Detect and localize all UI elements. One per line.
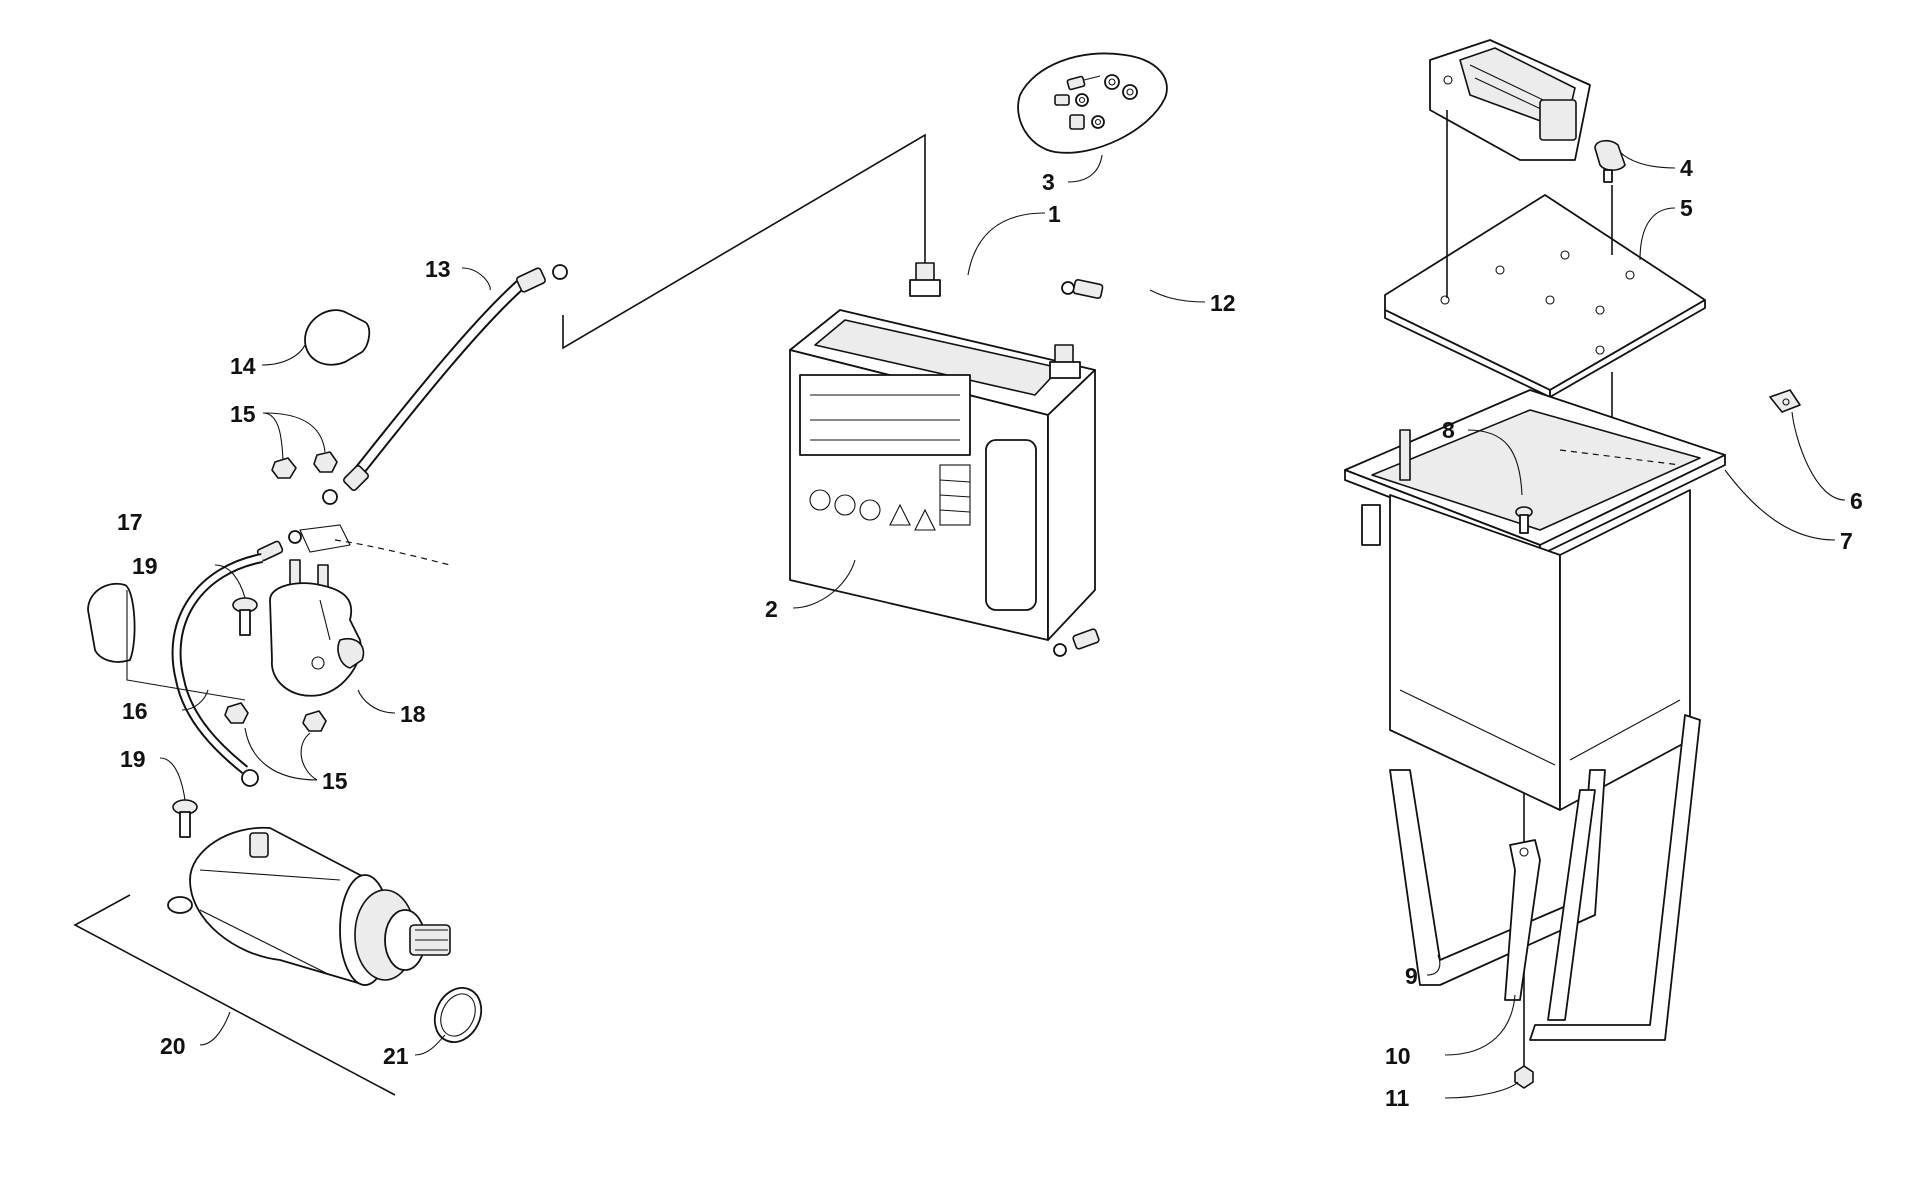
harness-dashed-line — [334, 539, 451, 566]
callout-6: 6 — [1850, 488, 1863, 514]
battery-cover-plate — [1384, 194, 1706, 398]
battery — [789, 262, 1096, 641]
solenoid-cable — [171, 530, 302, 787]
battery-cable-bracket-line — [562, 133, 926, 350]
leader-lines — [126, 151, 1846, 1099]
bolt-19-upper — [232, 597, 258, 636]
callout-14: 14 — [230, 353, 256, 379]
callout-13: 13 — [425, 256, 451, 282]
callout-3: 3 — [1042, 169, 1055, 195]
callout-19-upper: 19 — [132, 553, 158, 579]
terminal-cap-17 — [87, 582, 136, 663]
battery-cable-positive — [322, 264, 568, 505]
callout-7: 7 — [1840, 528, 1853, 554]
nut-15-lower-right — [302, 710, 327, 732]
callout-8: 8 — [1442, 417, 1455, 443]
battery-box — [1344, 389, 1726, 811]
terminal-cap-14 — [304, 309, 371, 366]
callout-19-lower: 19 — [120, 746, 146, 772]
callout-17: 17 — [117, 509, 143, 535]
battery-strap-9 — [1389, 714, 1701, 1041]
starter-bracket-line — [73, 894, 396, 1096]
callout-20: 20 — [160, 1033, 186, 1059]
callout-10: 10 — [1385, 1043, 1411, 1069]
o-ring — [433, 987, 483, 1043]
fuse-relay-box — [1429, 39, 1591, 161]
nut-11 — [1514, 1065, 1534, 1089]
callout-9: 9 — [1405, 963, 1418, 989]
starter-solenoid — [269, 559, 365, 697]
callout-1: 1 — [1048, 201, 1061, 227]
clip-6 — [1769, 389, 1801, 413]
callout-21: 21 — [383, 1043, 409, 1069]
hardware-kit — [1017, 52, 1168, 154]
callout-18: 18 — [400, 701, 426, 727]
callout-11: 11 — [1385, 1085, 1410, 1111]
callout-5: 5 — [1680, 195, 1693, 221]
callout-2: 2 — [765, 596, 778, 622]
nut-15-upper-left — [271, 457, 297, 479]
callout-15-upper: 15 — [230, 401, 256, 427]
nut-15-lower-left — [224, 702, 249, 724]
screw-8 — [1515, 506, 1533, 534]
callout-4: 4 — [1680, 155, 1693, 181]
ground-plate — [299, 524, 351, 553]
hold-down-bar-10 — [1504, 839, 1541, 1001]
battery-cable-negative — [1053, 279, 1193, 657]
callout-16: 16 — [122, 698, 148, 724]
callout-labels: 1 2 3 4 5 6 7 8 9 10 11 12 13 14 15 15 1… — [117, 155, 1863, 1111]
callout-12: 12 — [1210, 290, 1236, 316]
connector-4 — [1594, 139, 1626, 183]
starter-motor — [167, 826, 451, 986]
nut-15-upper-right — [313, 451, 338, 473]
callout-15-lower: 15 — [322, 768, 348, 794]
bolt-19-lower — [172, 799, 198, 838]
